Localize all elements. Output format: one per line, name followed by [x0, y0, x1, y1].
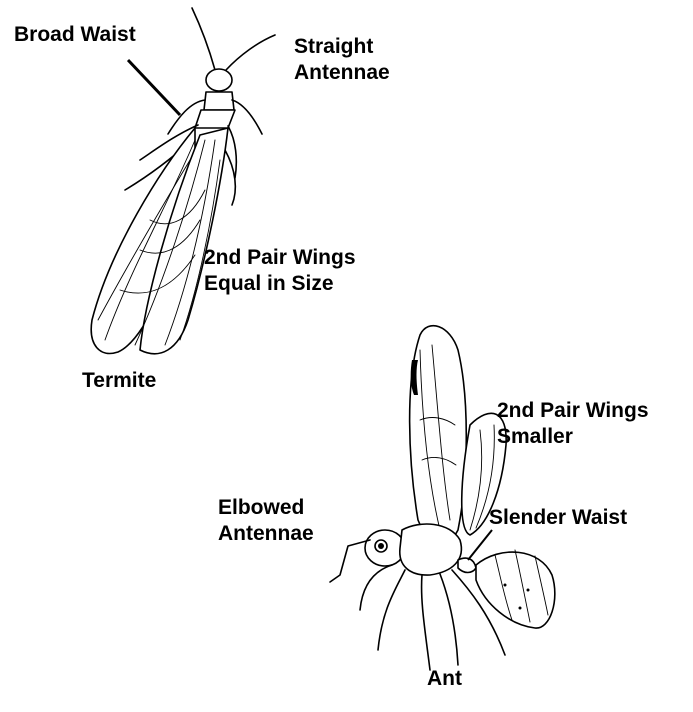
ant-thorax — [400, 524, 462, 575]
ant-waist — [458, 558, 476, 572]
ant-wings-label: 2nd Pair Wings Smaller — [497, 398, 649, 450]
termite-right-antenna — [226, 35, 275, 70]
termite-name-label: Termite — [82, 368, 156, 394]
termite-leg — [232, 100, 262, 134]
ant-front-wing — [410, 326, 467, 543]
termite-head — [206, 69, 232, 91]
ant-leg — [378, 570, 405, 650]
ant-illustration — [330, 326, 555, 670]
ant-name-label: Ant — [427, 666, 462, 692]
termite-thorax — [204, 92, 234, 110]
elbowed-antennae-label: Elbowed Antennae — [218, 495, 314, 547]
slender-waist-label: Slender Waist — [489, 505, 627, 531]
ant-antenna — [330, 540, 370, 582]
termite-wings-label: 2nd Pair Wings Equal in Size — [204, 245, 356, 297]
termite-illustration — [91, 8, 275, 354]
straight-antennae-label: Straight Antennae — [294, 34, 390, 86]
termite-left-antenna — [192, 8, 215, 70]
broad-waist-pointer — [128, 60, 180, 115]
broad-waist-label: Broad Waist — [14, 22, 136, 48]
